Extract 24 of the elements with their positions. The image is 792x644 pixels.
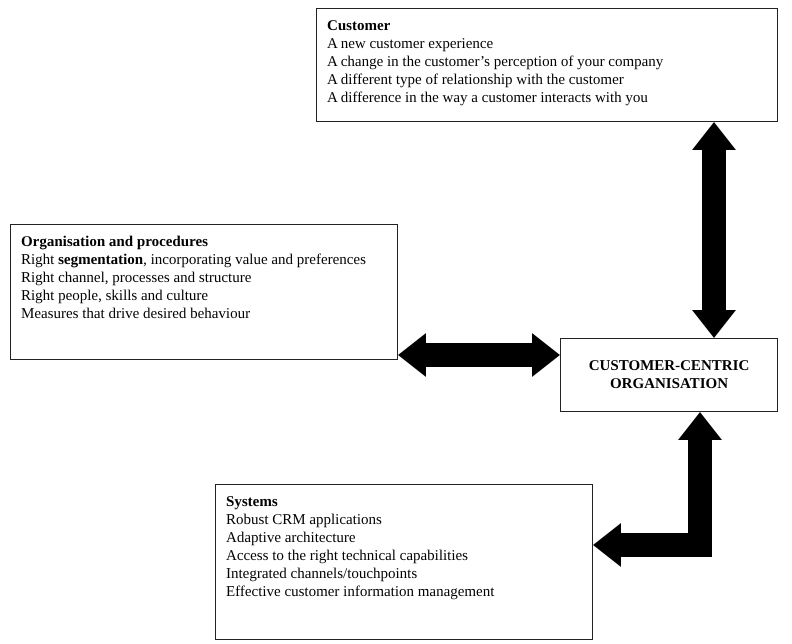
list-item: Access to the right technical capabilities [226, 547, 469, 565]
text-box [316, 8, 778, 122]
text-box [215, 484, 593, 640]
center-box [560, 338, 778, 412]
block-arrow [593, 412, 722, 567]
list-item: A change in the customer’s perception of your company [327, 53, 664, 71]
block-arrow [398, 333, 560, 377]
center-label: CUSTOMER-CENTRIC ORGANISATION [588, 357, 750, 393]
list-item: Right people, skills and culture [21, 287, 210, 305]
box-heading: Customer [327, 17, 392, 35]
list-item: Right segmentation, incorporating value and preferences [21, 251, 367, 269]
list-item: Adaptive architecture [226, 529, 357, 547]
list-item: Robust CRM applications [226, 511, 383, 529]
list-item: Integrated channels/touchpoints [226, 565, 418, 583]
list-item: A different type of relationship with the customer [327, 71, 625, 89]
list-item: A new customer experience [327, 35, 494, 53]
block-arrow [692, 122, 736, 338]
list-item: Effective customer information management [226, 583, 496, 601]
list-item: Right channel, processes and structure [21, 269, 252, 287]
box-heading: Systems [226, 493, 279, 511]
list-item: A difference in the way a customer interacts with you [327, 89, 649, 107]
text-box [10, 224, 398, 360]
list-item: Measures that drive desired behaviour [21, 305, 252, 323]
box-heading: Organisation and procedures [21, 233, 209, 251]
